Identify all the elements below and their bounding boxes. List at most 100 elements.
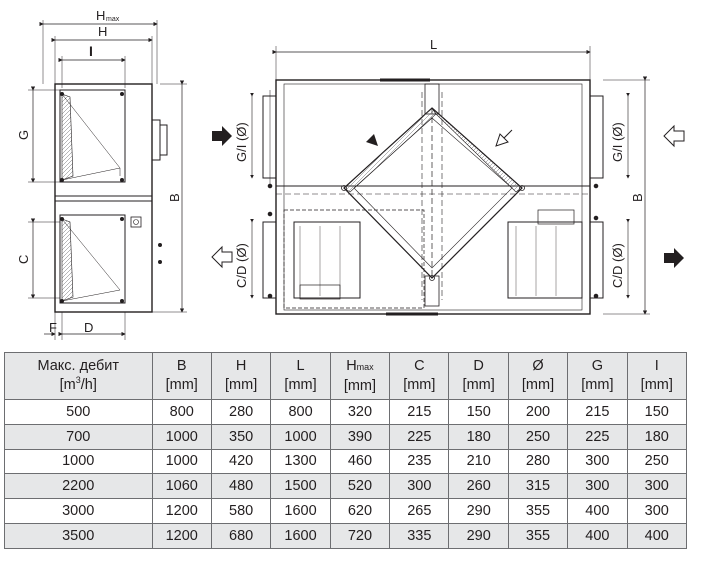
label-b-right: B	[630, 193, 645, 202]
header-l: L[mm]	[270, 352, 331, 400]
table-cell: 265	[389, 498, 450, 524]
table-cell: 1000	[270, 423, 331, 450]
table-header-row: Макс. дебит [m3/h] B[mm] H[mm] L[mm] Hma…	[4, 352, 688, 400]
label-l: L	[430, 37, 437, 52]
table-cell: 355	[507, 498, 569, 524]
table-cell: 400	[626, 522, 688, 549]
label-cd-right: C/D (Ø)	[610, 243, 625, 288]
header-c: C[mm]	[389, 352, 450, 400]
table-cell: 3500	[4, 522, 153, 549]
table-cell: 520	[329, 473, 391, 500]
table-cell: 300	[567, 473, 628, 500]
arrow-out-icon	[495, 129, 513, 147]
table-cell: 225	[389, 423, 450, 450]
table-cell: 1200	[151, 498, 212, 524]
header-g: G[mm]	[567, 352, 628, 400]
header-d: D[mm]	[448, 352, 509, 400]
arrow-in-icon	[664, 248, 684, 268]
table-cell: 720	[329, 522, 391, 549]
table-cell: 350	[210, 423, 272, 450]
table-cell: 500	[4, 399, 153, 425]
table-cell: 700	[4, 423, 153, 450]
arrow-in-icon	[362, 130, 378, 146]
side-view-labels: H max H I G C B F D	[16, 8, 182, 335]
arrow-in-icon	[212, 126, 232, 146]
table-cell: 300	[567, 448, 628, 475]
table-cell: 400	[567, 522, 628, 549]
label-gi-left: G/I (Ø)	[234, 122, 249, 162]
table-cell: 800	[270, 399, 331, 425]
table-cell: 460	[329, 448, 391, 475]
table-cell: 280	[507, 448, 569, 475]
table-cell: 150	[448, 399, 509, 425]
airflow-arrows	[211, 124, 685, 269]
plan-view-labels: L G/I (Ø) C/D (Ø) G/I (Ø) C/D (Ø) B	[234, 37, 645, 288]
table-cell: 1000	[151, 448, 212, 475]
table-cell: 235	[389, 448, 450, 475]
table-cell: 1000	[4, 448, 153, 475]
table-cell: 620	[329, 498, 391, 524]
table-cell: 390	[329, 423, 391, 450]
label-cd-left: C/D (Ø)	[234, 243, 249, 288]
table-cell: 180	[448, 423, 509, 450]
table-cell: 300	[626, 473, 688, 500]
table-cell: 420	[210, 448, 272, 475]
table-cell: 290	[448, 522, 509, 549]
table-cell: 290	[448, 498, 509, 524]
table-cell: 215	[389, 399, 450, 425]
label-h: H	[98, 24, 107, 39]
table-cell: 335	[389, 522, 450, 549]
table-cell: 1600	[270, 498, 331, 524]
label-hmax: H	[96, 8, 105, 23]
header-h: H[mm]	[210, 352, 272, 400]
dimensions-table: Макс. дебит [m3/h] B[mm] H[mm] L[mm] Hma…	[4, 352, 688, 549]
table-cell: 1200	[151, 522, 212, 549]
header-hmax: Hmax[mm]	[329, 352, 391, 400]
table-cell: 315	[507, 473, 569, 500]
table-cell: 225	[567, 423, 628, 450]
arrow-out-icon	[211, 245, 233, 269]
table-cell: 1060	[151, 473, 212, 500]
label-f: F	[49, 320, 57, 335]
label-b: B	[167, 193, 182, 202]
table-cell: 1600	[270, 522, 331, 549]
table-cell: 680	[210, 522, 272, 549]
table-cell: 260	[448, 473, 509, 500]
arrow-out-icon	[663, 124, 685, 148]
header-flow: Макс. дебит [m3/h]	[4, 352, 153, 400]
header-diameter: Ø[mm]	[507, 352, 569, 400]
table-cell: 1300	[270, 448, 331, 475]
side-view	[28, 20, 187, 340]
label-gi-right: G/I (Ø)	[610, 122, 625, 162]
table-cell: 180	[626, 423, 688, 450]
table-cell: 2200	[4, 473, 153, 500]
table-cell: 400	[567, 498, 628, 524]
table-cell: 250	[507, 423, 569, 450]
label-hmax-sub: max	[106, 16, 120, 23]
label-i: I	[89, 43, 93, 59]
table-cell: 280	[210, 399, 272, 425]
table-cell: 800	[151, 399, 212, 425]
table-cell: 1500	[270, 473, 331, 500]
table-cell: 1000	[151, 423, 212, 450]
technical-drawing: H max H I G C B F D	[16, 8, 685, 340]
table-cell: 215	[567, 399, 628, 425]
table-cell: 250	[626, 448, 688, 475]
table-cell: 300	[626, 498, 688, 524]
table-cell: 210	[448, 448, 509, 475]
header-b: B[mm]	[151, 352, 212, 400]
table-cell: 355	[507, 522, 569, 549]
label-g: G	[16, 130, 31, 140]
header-i: I[mm]	[626, 352, 688, 400]
table-cell: 580	[210, 498, 272, 524]
label-d: D	[84, 320, 93, 335]
table-cell: 150	[626, 399, 688, 425]
table-cell: 480	[210, 473, 272, 500]
